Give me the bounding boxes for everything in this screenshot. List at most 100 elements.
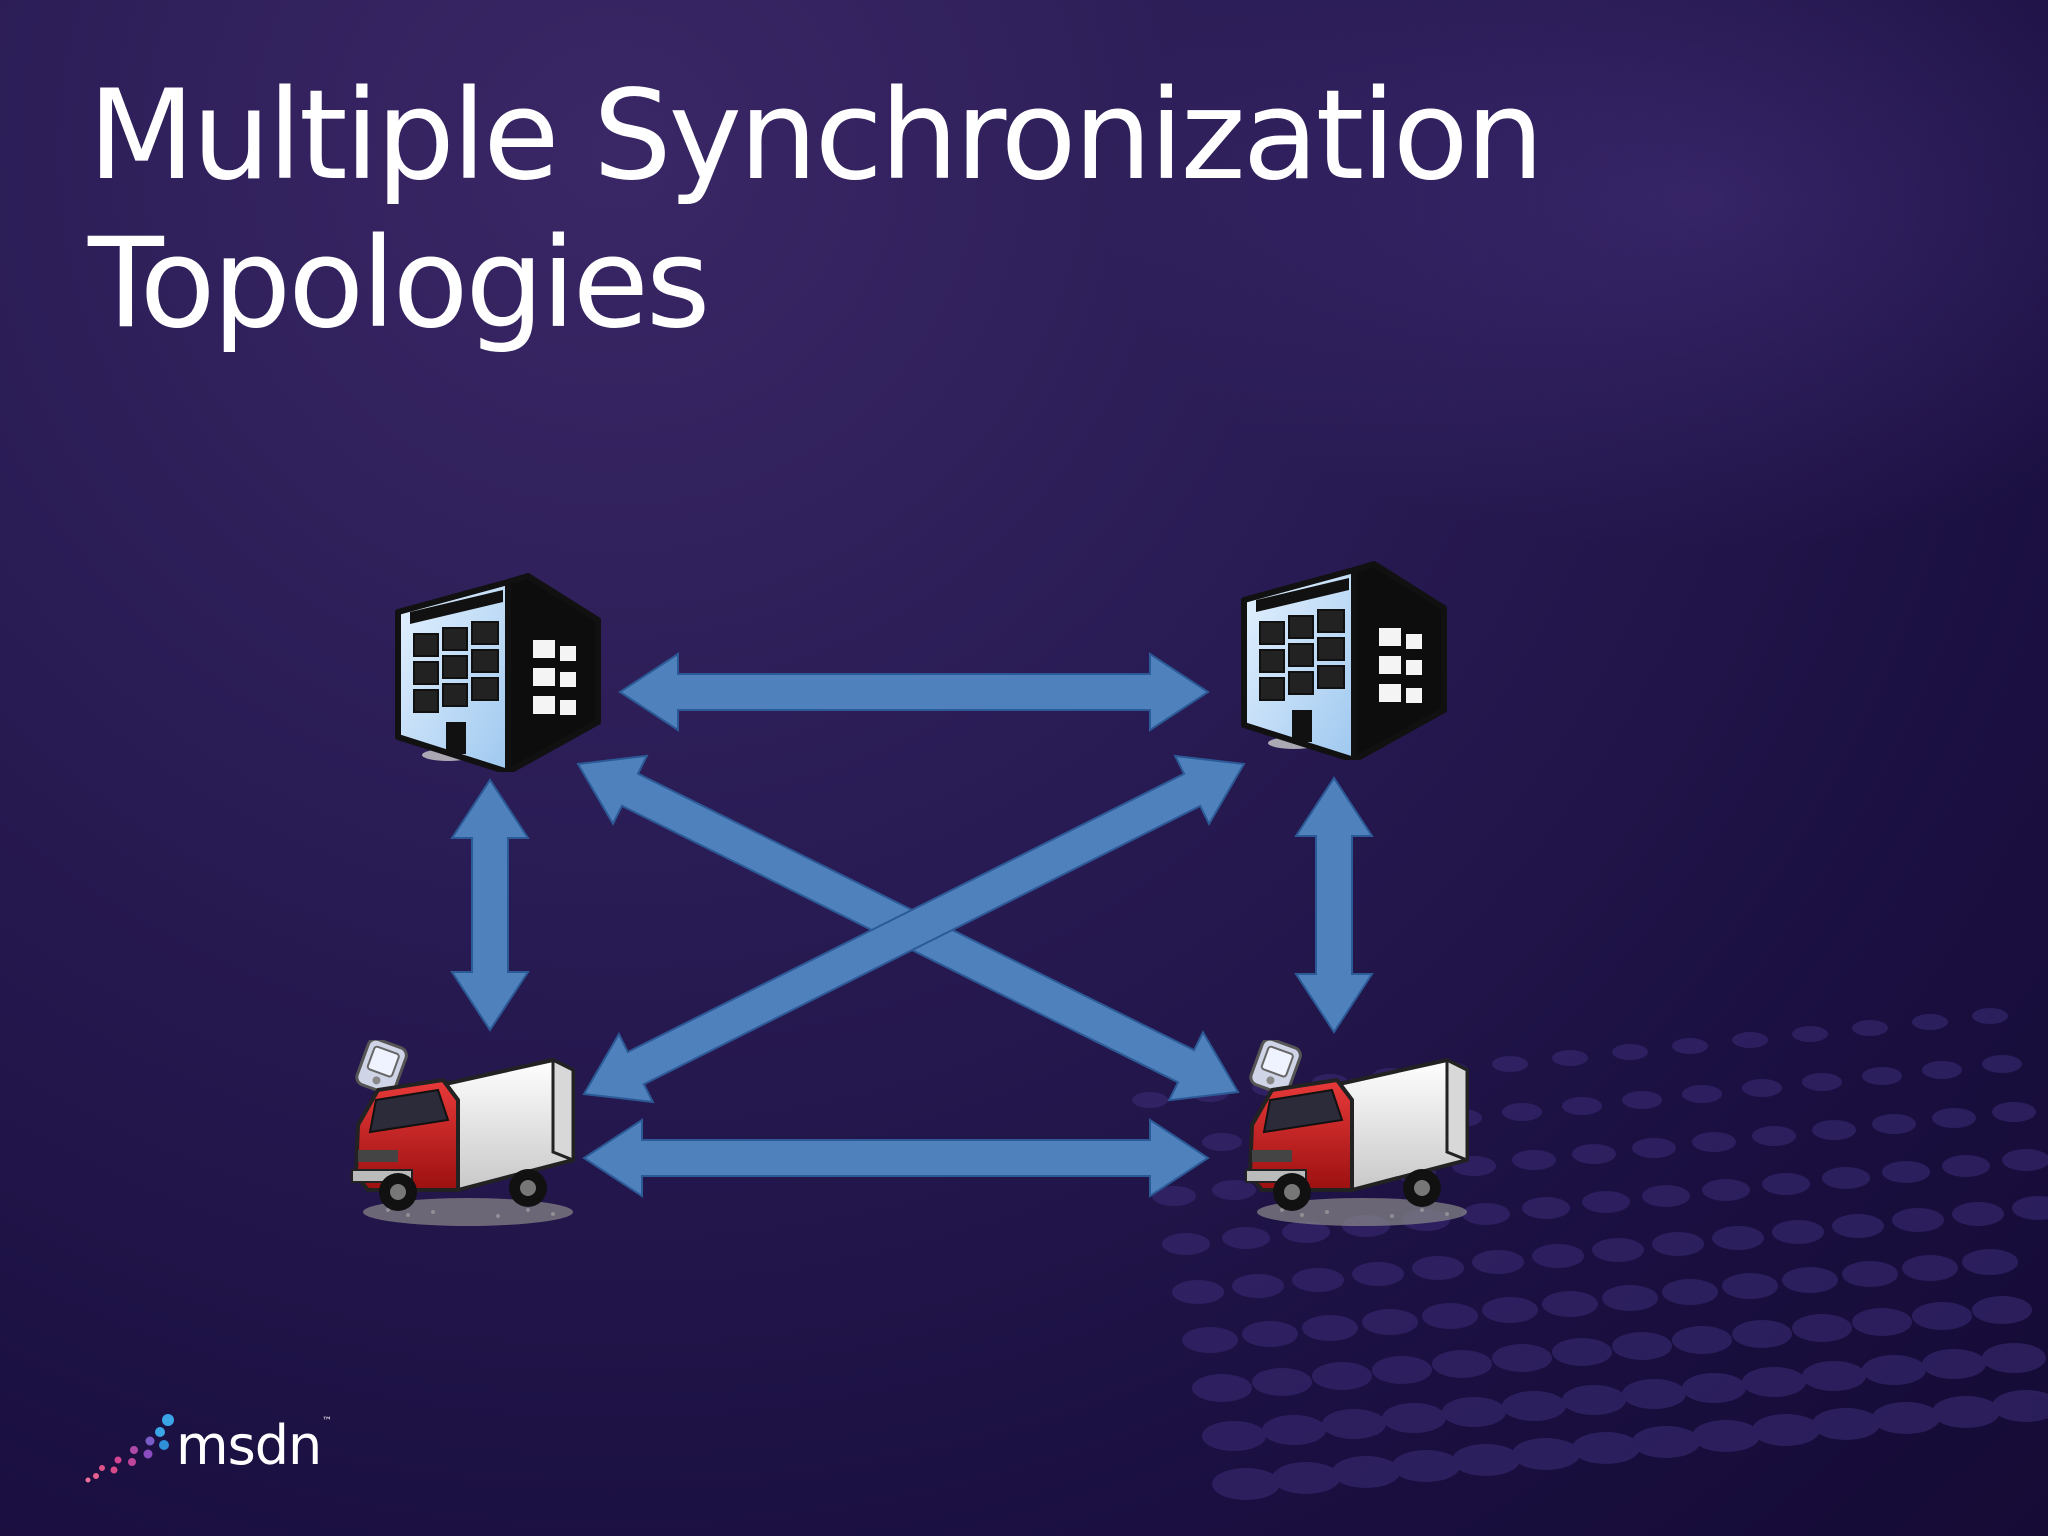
background-dot	[1712, 1226, 1764, 1250]
background-dot	[1982, 1055, 2022, 1073]
background-dot	[1782, 1267, 1838, 1293]
background-dot	[1742, 1367, 1806, 1397]
background-dot	[1562, 1385, 1626, 1415]
background-dot	[1242, 1321, 1298, 1347]
background-dot	[1802, 1361, 1866, 1391]
background-dot	[1212, 1180, 1256, 1200]
background-dot	[1172, 1280, 1224, 1304]
background-dot	[1742, 1079, 1782, 1097]
background-dot	[1872, 1114, 1916, 1134]
background-dot	[1732, 1032, 1768, 1048]
background-dot	[1772, 1220, 1824, 1244]
background-dot	[1492, 1344, 1552, 1372]
background-dot	[1322, 1409, 1386, 1439]
background-dot	[1572, 1144, 1616, 1164]
trademark-mark: ™	[322, 1416, 332, 1427]
background-dot	[1812, 1120, 1856, 1140]
background-dot	[1462, 1203, 1510, 1225]
background-dot	[1262, 1415, 1326, 1445]
background-dot	[1252, 1368, 1312, 1396]
arrow-right-vertical	[1294, 776, 1374, 1034]
title-line-2: Topologies	[88, 212, 711, 356]
background-dot	[1392, 1450, 1460, 1482]
background-dot	[1862, 1355, 1926, 1385]
background-dot	[1962, 1249, 2018, 1275]
background-dot	[1922, 1061, 1962, 1079]
delivery-truck-icon	[350, 1040, 575, 1228]
background-dot	[1412, 1256, 1464, 1280]
background-dot	[1632, 1138, 1676, 1158]
background-dot	[1912, 1302, 1972, 1330]
background-dot	[1762, 1173, 1810, 1195]
background-dot	[1682, 1373, 1746, 1403]
slide-title: Multiple Synchronization Topologies	[88, 62, 1788, 358]
background-dot	[1552, 1338, 1612, 1366]
background-dot	[1602, 1285, 1658, 1311]
background-dot	[1622, 1379, 1686, 1409]
background-dot	[1642, 1185, 1690, 1207]
msdn-logo-text: msdn	[176, 1414, 322, 1477]
background-dot	[1572, 1432, 1640, 1464]
background-dot	[1752, 1414, 1820, 1446]
background-dot	[1622, 1091, 1662, 1109]
background-dot	[1612, 1332, 1672, 1360]
background-dot	[1632, 1426, 1700, 1458]
background-dot	[1202, 1133, 1242, 1151]
arrow-diagonal-up	[582, 754, 1246, 1104]
background-dot	[1442, 1397, 1506, 1427]
background-dot	[1492, 1056, 1528, 1072]
background-dot	[1652, 1232, 1704, 1256]
background-dot	[1192, 1374, 1252, 1402]
building-icon	[398, 576, 598, 772]
background-dot	[1942, 1155, 1990, 1177]
background-dot	[1312, 1362, 1372, 1390]
background-dot	[1502, 1103, 1542, 1121]
background-dot	[1902, 1255, 1958, 1281]
background-dot	[1552, 1050, 1588, 1066]
background-dot	[1302, 1315, 1358, 1341]
background-dot	[1542, 1291, 1598, 1317]
background-dot	[1352, 1262, 1404, 1286]
background-dot	[1162, 1233, 1210, 1255]
msdn-logo: msdn ™	[84, 1410, 344, 1500]
background-dot	[1132, 1092, 1168, 1108]
title-line-1: Multiple Synchronization	[88, 64, 1544, 208]
background-dot	[1692, 1132, 1736, 1152]
background-dot	[1892, 1208, 1944, 1232]
background-dot	[1212, 1468, 1280, 1500]
background-dot	[1512, 1150, 1556, 1170]
background-dot	[1562, 1097, 1602, 1115]
background-dot	[1752, 1126, 1796, 1146]
background-dot	[1692, 1420, 1760, 1452]
background-dot	[1682, 1085, 1722, 1103]
background-dot	[1842, 1261, 1898, 1287]
background-dot	[1812, 1408, 1880, 1440]
background-dot	[1852, 1308, 1912, 1336]
background-dot	[1522, 1197, 1570, 1219]
background-dot	[1362, 1309, 1418, 1335]
arrow-left-vertical	[450, 778, 530, 1032]
delivery-truck-icon	[1244, 1040, 1469, 1228]
background-dot	[1382, 1403, 1446, 1433]
background-dot	[1672, 1038, 1708, 1054]
background-dot	[1332, 1456, 1400, 1488]
background-dot	[1732, 1320, 1792, 1348]
background-dot	[1582, 1191, 1630, 1213]
background-dot	[1182, 1327, 1238, 1353]
background-dot	[1992, 1390, 2048, 1422]
background-dot	[1372, 1356, 1432, 1384]
background-dot	[1232, 1274, 1284, 1298]
background-dot	[1202, 1421, 1266, 1451]
background-dot	[1972, 1008, 2008, 1024]
background-dot	[1672, 1326, 1732, 1354]
background-dot	[1932, 1396, 2000, 1428]
background-dot	[1292, 1268, 1344, 1292]
background-dot	[1992, 1102, 2036, 1122]
background-dot	[1722, 1273, 1778, 1299]
background-dot	[1872, 1402, 1940, 1434]
background-dot	[1422, 1303, 1478, 1329]
arrow-bottom-horizontal	[582, 1118, 1210, 1198]
background-dot	[1882, 1161, 1930, 1183]
